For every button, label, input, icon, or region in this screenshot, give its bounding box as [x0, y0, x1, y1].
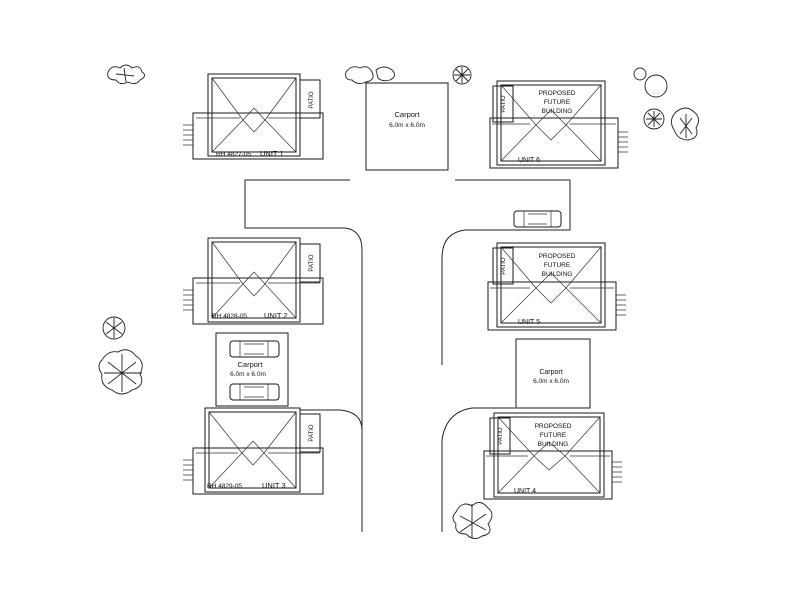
tree-icon [633, 67, 699, 141]
unit-3: PATIO RH 4829-05 UNIT 3 [183, 407, 324, 495]
unit-6-name: UNIT 6 [518, 157, 540, 164]
unit-6-patio-label: PATIO [501, 95, 507, 112]
unit-6: PATIO PROPOSED FUTURE BUILDING UNIT 6 [489, 80, 628, 169]
unit-6-proposed-1: PROPOSED [539, 90, 576, 97]
carport-right-title: Carport [539, 369, 562, 376]
carport-left-size: 6.0m x 6.0m [230, 371, 266, 378]
tree-icon [452, 502, 493, 539]
tree-icon [107, 64, 145, 85]
unit-4-patio-label: PATIO [498, 427, 504, 444]
unit-1: PATIO RH 4827-05 UNIT 1 [183, 73, 324, 160]
unit-6-proposed-2: FUTURE [544, 99, 571, 106]
carport-right-size: 6.0m x 6.0m [533, 378, 569, 385]
carport-left-title: Carport [237, 360, 263, 369]
car-icon [229, 383, 280, 401]
unit-5-proposed-2: FUTURE [544, 262, 571, 269]
unit-4-name: UNIT 4 [514, 488, 536, 495]
carport-top-title: Carport [394, 110, 420, 119]
unit-4-proposed-2: FUTURE [540, 432, 567, 439]
car-icon [513, 210, 562, 228]
unit-1-name: UNIT 1 [260, 149, 284, 158]
unit-5-proposed-3: BUILDING [542, 271, 573, 278]
driveway [244, 179, 571, 532]
tree-icon [452, 65, 472, 85]
unit-5: PATIO PROPOSED FUTURE BUILDING UNIT 5 [487, 242, 626, 331]
unit-2-patio-label: PATIO [309, 254, 315, 271]
unit-5-patio-label: PATIO [501, 257, 507, 274]
carport-top-size: 6.0m x 6.0m [389, 122, 425, 129]
unit-3-ref: RH 4829-05 [207, 483, 242, 490]
car-icon [229, 340, 280, 358]
unit-4-proposed-1: PROPOSED [535, 423, 572, 430]
carport-right: Carport 6.0m x 6.0m [515, 338, 591, 409]
unit-2: PATIO RH 4828-05 UNIT 2 [183, 237, 324, 325]
tree-icon [345, 66, 395, 85]
unit-5-proposed-1: PROPOSED [539, 253, 576, 260]
carport-top: Carport 6.0m x 6.0m [365, 82, 449, 171]
unit-3-name: UNIT 3 [262, 481, 286, 490]
unit-4: PATIO PROPOSED FUTURE BUILDING UNIT 4 [483, 412, 622, 500]
unit-2-name: UNIT 2 [264, 311, 288, 320]
unit-5-name: UNIT 5 [518, 319, 540, 326]
unit-3-patio-label: PATIO [309, 424, 315, 441]
unit-1-ref: RH 4827-05 [216, 151, 251, 158]
carport-left: Carport 6.0m x 6.0m [215, 332, 289, 407]
unit-1-patio-label: PATIO [309, 91, 315, 108]
tree-icon [98, 316, 143, 395]
unit-6-proposed-3: BUILDING [542, 108, 573, 115]
unit-2-ref: RH 4828-05 [212, 313, 247, 320]
unit-4-proposed-3: BUILDING [538, 441, 569, 448]
